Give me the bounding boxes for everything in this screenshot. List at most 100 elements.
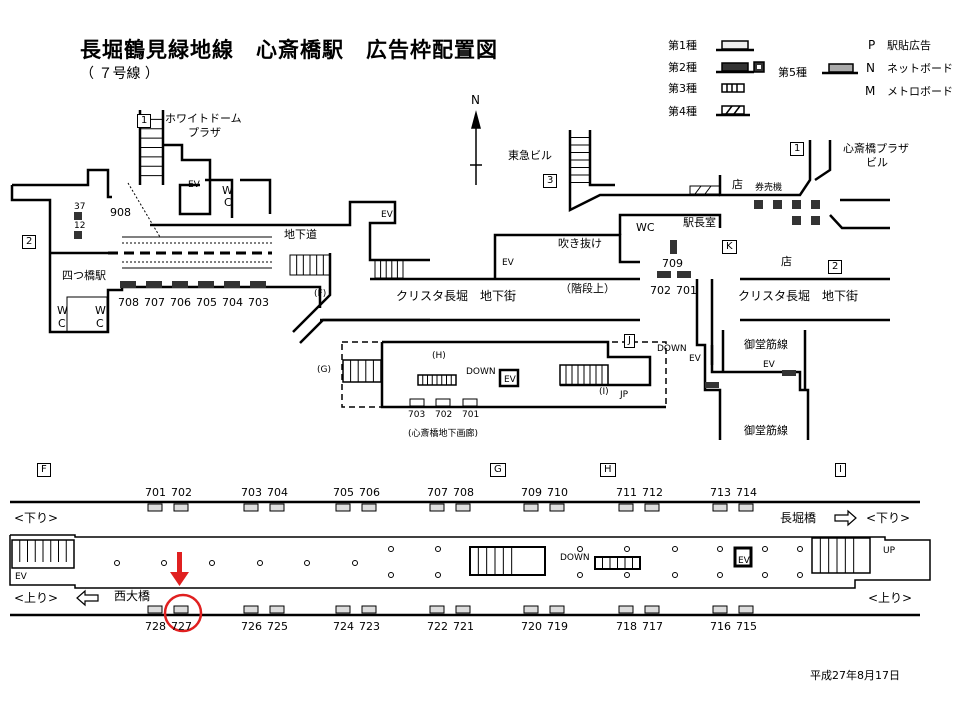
pillar (388, 546, 394, 552)
legend-type5: 第5種 (778, 66, 807, 79)
ad-label-715: 715 (736, 620, 757, 633)
pillar (624, 546, 630, 552)
white-dome-label-2: プラザ (188, 126, 221, 139)
down-platform: DOWN (560, 553, 590, 563)
ad-frame-703 (243, 503, 259, 512)
legend-p-label: 駅貼広告 (887, 39, 931, 52)
exit-1-east: 1 (790, 142, 805, 156)
ad-label-722: 722 (427, 620, 448, 633)
ad-label-718: 718 (616, 620, 637, 633)
fukinuke-label: 吹き抜け (558, 237, 602, 250)
ad-frame-713 (712, 503, 728, 512)
jp-label: JP (620, 390, 629, 400)
pillar (762, 572, 768, 578)
legend-n-key: N (866, 61, 875, 75)
ad-702-concourse: 702 (650, 284, 671, 297)
ev-midosuji: EV (763, 360, 775, 370)
yotsubashi-station: 四つ橋駅 (62, 269, 106, 282)
ad-label-709: 709 (521, 486, 542, 499)
legend-p-key: P (868, 38, 876, 52)
ad-703-concourse: 703 (248, 296, 269, 309)
ad-label-702: 702 (171, 486, 192, 499)
legend-symbols (716, 40, 858, 117)
ad-frame-708 (455, 503, 471, 512)
kaidan-ue-label: （階段上） (560, 282, 615, 295)
ad-label-711: 711 (616, 486, 637, 499)
pillar (717, 572, 723, 578)
wc-east: WC (636, 221, 655, 234)
ad-frame-720 (523, 605, 539, 614)
exit-2-east: 2 (828, 260, 843, 274)
wc-left-w: W (57, 304, 68, 317)
ad-label-726: 726 (241, 620, 262, 633)
legend-n-label: ネットボード (887, 62, 953, 75)
station-master-office: 駅長室 (683, 216, 716, 229)
legend-m-label: メトロボード (887, 85, 953, 98)
crysta-nagahori-west: クリスタ長堀 地下街 (396, 289, 517, 303)
ad-706-concourse: 706 (170, 296, 191, 309)
midosuji-line-1: 御堂筋線 (744, 338, 788, 351)
ad-label-703: 703 (241, 486, 262, 499)
ad-label-728: 728 (145, 620, 166, 633)
ad-frame-709 (523, 503, 539, 512)
up-platform: UP (883, 546, 896, 556)
kudari-left: <下り> (14, 511, 59, 525)
gallery-walls (341, 340, 667, 409)
wc-north-c: C (224, 196, 232, 209)
ev-north: EV (188, 180, 200, 190)
marker-h: (H) (432, 351, 446, 361)
kudari-right: <下り> (866, 511, 911, 525)
ad-frame-723 (361, 605, 377, 614)
ad-705-concourse: 705 (196, 296, 217, 309)
ad-label-704: 704 (267, 486, 288, 499)
ad-frame-706 (361, 503, 377, 512)
platform-marker-g: G (490, 463, 506, 477)
ad-frame-721 (455, 605, 471, 614)
marker-g: (G) (317, 365, 331, 375)
ad-label-719: 719 (547, 620, 568, 633)
ad-frame-719 (549, 605, 565, 614)
ad-frame-728 (147, 605, 163, 614)
type1-symbol (721, 40, 749, 50)
marker-j: J (624, 334, 635, 348)
ad-label-716: 716 (710, 620, 731, 633)
platform-pillars (19, 118, 855, 578)
ad-frame-722 (429, 605, 445, 614)
crysta-nagahori-east: クリスタ長堀 地下街 (738, 289, 859, 303)
ad-703-gallery: 703 (408, 410, 426, 420)
ad-label-712: 712 (642, 486, 663, 499)
nagahoribashi-label: 長堀橋 (780, 511, 817, 525)
nobori-left: <上り> (14, 591, 59, 605)
ad-label-727: 727 (171, 620, 192, 633)
ev-gallery: EV (504, 375, 516, 385)
pillar-37: 37 (74, 202, 86, 212)
tokyu-building: 東急ビル (508, 149, 552, 162)
ad-frame-717 (644, 605, 660, 614)
red-arrow-shaft (177, 552, 182, 574)
pillar (577, 572, 583, 578)
nobori-right: <上り> (868, 591, 913, 605)
ad-707-concourse: 707 (144, 296, 165, 309)
ev-platform-west: EV (15, 572, 27, 582)
pillar (352, 560, 358, 566)
page-title: 長堀鶴見緑地線 心斎橋駅 広告枠配置図 (80, 38, 498, 62)
pillar (797, 572, 803, 578)
marker-i: (I) (599, 387, 609, 397)
pillar (577, 546, 583, 552)
pillar (304, 560, 310, 566)
line-name: （ ７号線 ） (80, 66, 159, 82)
east-type4-ad (689, 185, 721, 195)
ad-label-701: 701 (145, 486, 166, 499)
ad-frame-711 (618, 503, 634, 512)
revision-date: 平成27年8月17日 (810, 669, 900, 682)
ad-frame-702 (173, 503, 189, 512)
ad-709-concourse: 709 (662, 257, 683, 270)
platform-marker-i: I (835, 463, 846, 477)
ad-label-708: 708 (453, 486, 474, 499)
ad-frame-724 (335, 605, 351, 614)
east-concourse-walls (493, 130, 890, 440)
exit-2-west: 2 (22, 235, 37, 249)
ad-label-724: 724 (333, 620, 354, 633)
pillar (114, 560, 120, 566)
